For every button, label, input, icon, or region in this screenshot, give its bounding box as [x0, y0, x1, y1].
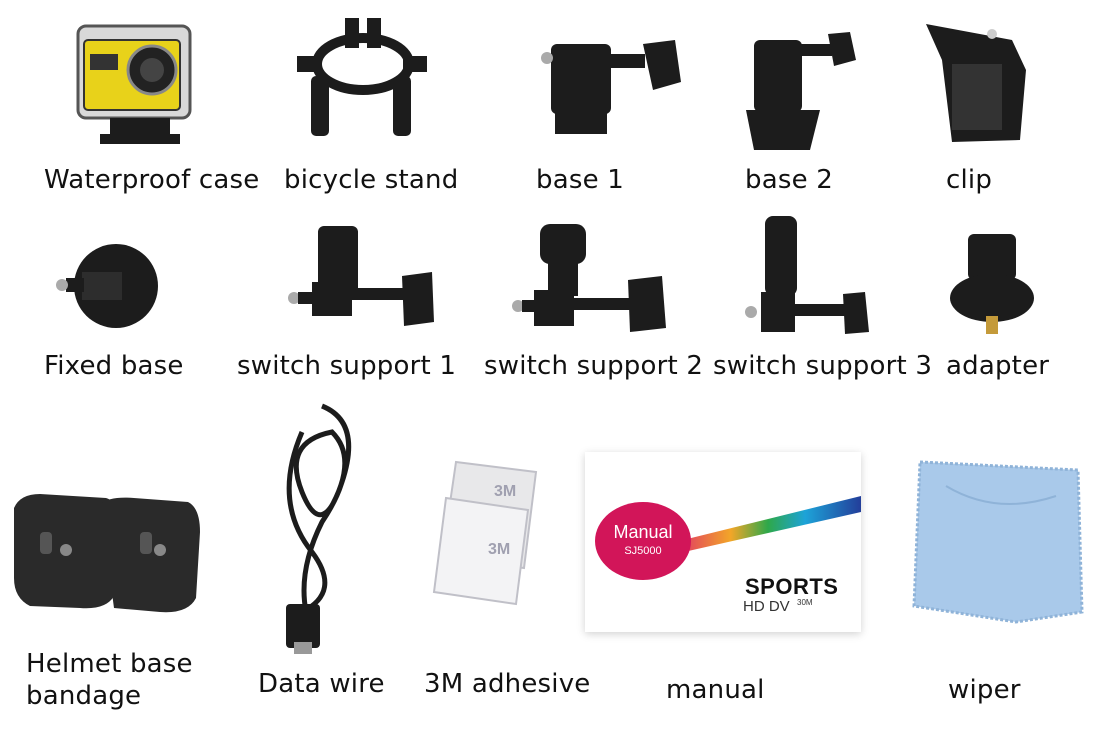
switch-support-1-image: [288, 226, 434, 326]
base-2-label: base 2: [745, 165, 833, 195]
manual-subtitle: HD DV: [743, 598, 790, 615]
switch-support-1-label: switch support 1: [237, 351, 457, 381]
switch-support-2-label: switch support 2: [484, 351, 704, 381]
data-wire-image: [286, 403, 352, 654]
adapter-label: adapter: [946, 351, 1050, 381]
fixed-base-image: [56, 244, 158, 328]
base-2-image: [746, 32, 856, 150]
switch-support-3-label: switch support 3: [713, 351, 933, 381]
helmet-base-label: Helmet base bandage: [26, 649, 193, 711]
switch-support-3-image: [745, 216, 869, 334]
bicycle-stand-label: bicycle stand: [284, 165, 459, 195]
adapter-image: [950, 234, 1034, 334]
adhesive-text-1: 3M: [494, 483, 516, 500]
manual-card: Manual SJ5000 SPORTS HD DV 30M: [585, 452, 861, 632]
base-1-label: base 1: [536, 165, 624, 195]
clip-label: clip: [946, 165, 993, 195]
waterproof-case-image: [76, 24, 192, 144]
adhesive-image: 3M 3M: [432, 460, 538, 606]
clip-image: [926, 24, 1026, 142]
data-wire-label: Data wire: [258, 669, 385, 699]
switch-support-2-image: [512, 224, 666, 332]
manual-badge-model: SJ5000: [624, 545, 662, 557]
base-1-image: [541, 40, 681, 134]
waterproof-case-label: Waterproof case: [44, 165, 260, 195]
adhesive-text-2: 3M: [488, 541, 510, 558]
manual-stripe: [675, 496, 861, 554]
manual-brand: SPORTS: [745, 574, 839, 599]
manual-badge-title: Manual: [613, 522, 673, 542]
bicycle-stand-image: [297, 18, 427, 136]
wiper-label: wiper: [948, 675, 1021, 705]
manual-badge: Manual SJ5000: [595, 502, 691, 580]
wiper-image: [912, 460, 1084, 624]
adhesive-label: 3M adhesive: [424, 669, 591, 699]
manual-depth: 30M: [797, 598, 813, 607]
helmet-base-image: [14, 494, 200, 613]
fixed-base-label: Fixed base: [44, 351, 184, 381]
manual-label: manual: [666, 675, 765, 705]
